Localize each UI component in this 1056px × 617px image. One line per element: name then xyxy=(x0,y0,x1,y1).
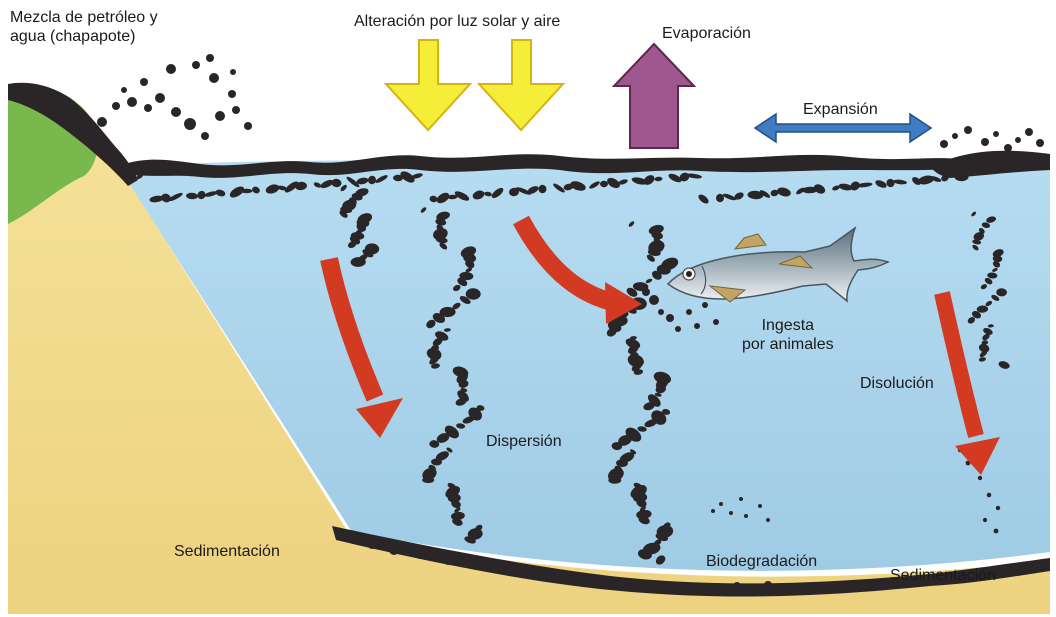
oil-droplet xyxy=(112,102,120,110)
weathering-label: Alteración por luz solar y aire xyxy=(354,12,560,31)
oil-droplet xyxy=(702,584,710,592)
oil-droplet xyxy=(155,93,165,103)
oil-droplet xyxy=(978,476,982,480)
oil-droplet xyxy=(640,582,648,590)
oil-droplet xyxy=(981,138,989,146)
oil-droplet xyxy=(764,581,772,589)
oil-droplet xyxy=(1004,144,1012,152)
oil-droplet xyxy=(713,319,719,325)
oil-droplet xyxy=(600,181,608,187)
oil-droplet xyxy=(758,504,762,508)
oil-droplet xyxy=(443,555,453,565)
oil-droplet xyxy=(215,111,225,121)
oil-droplet xyxy=(232,106,240,114)
oil-droplet xyxy=(192,61,200,69)
biodegradation-label: Biodegradación xyxy=(706,552,817,571)
oil-droplet xyxy=(570,575,580,585)
oil-droplet xyxy=(1025,128,1033,136)
oil-droplet xyxy=(671,583,679,591)
oil-droplet xyxy=(606,580,614,588)
oil-droplet xyxy=(996,506,1000,510)
oil-droplet xyxy=(368,541,376,549)
evaporation-label: Evaporación xyxy=(662,24,751,43)
oil-droplet xyxy=(166,64,176,74)
oil-droplet xyxy=(230,69,236,75)
oil-droplet xyxy=(702,302,708,308)
oil-droplet xyxy=(97,117,107,127)
oil-droplet xyxy=(127,97,137,107)
ingestion-label: Ingesta por animales xyxy=(742,316,834,354)
dispersion-label: Dispersión xyxy=(486,432,562,451)
oil-droplet xyxy=(1015,137,1021,143)
oil-droplet xyxy=(121,87,127,93)
oil-droplet xyxy=(983,518,987,522)
oil-droplet xyxy=(733,582,741,590)
oil-droplet xyxy=(171,107,181,117)
oil-droplet xyxy=(744,514,748,518)
oil-droplet xyxy=(475,562,483,570)
dissolution-label: Disolución xyxy=(860,374,934,393)
oil-droplet xyxy=(711,509,715,513)
oil-droplet xyxy=(739,497,743,501)
oil-droplet xyxy=(1036,139,1044,147)
oil-droplet xyxy=(729,511,733,515)
oil-droplet xyxy=(686,309,692,315)
oil-droplet xyxy=(504,566,514,576)
sedimentation-left-label: Sedimentación xyxy=(174,542,280,561)
oil-water-mixture-label: Mezcla de petróleo y agua (chapapote) xyxy=(10,8,158,46)
oil-droplet xyxy=(206,54,214,62)
oil-droplet xyxy=(987,493,992,498)
oil-droplet xyxy=(201,132,209,140)
oil-droplet xyxy=(658,309,664,315)
oil-droplet xyxy=(144,104,152,112)
oil-droplet xyxy=(675,326,681,332)
oil-droplet xyxy=(642,288,650,296)
oil-droplet xyxy=(993,131,999,137)
oil-droplet xyxy=(184,118,196,130)
oil-droplet xyxy=(416,551,424,559)
spreading-label: Expansión xyxy=(803,100,878,119)
oil-droplet xyxy=(952,133,958,139)
oil-droplet xyxy=(209,73,219,83)
oil-droplet xyxy=(228,90,236,98)
oil-droplet xyxy=(994,529,999,534)
oil-droplet xyxy=(389,545,399,555)
oil-droplet xyxy=(719,502,723,506)
oil-droplet xyxy=(422,477,434,483)
oil-droplet xyxy=(608,477,621,484)
oil-droplet xyxy=(649,295,659,305)
oil-droplet xyxy=(964,126,972,134)
oil-droplet xyxy=(694,323,700,329)
oil-droplet xyxy=(140,78,148,86)
sedimentation-right-label: Sedimentación xyxy=(890,566,996,585)
oil-droplet xyxy=(940,140,948,148)
oil-droplet xyxy=(666,314,674,322)
oil-droplet xyxy=(766,518,770,522)
oil-droplet xyxy=(348,533,358,543)
oil-droplet xyxy=(538,572,546,580)
oil-droplet xyxy=(244,122,252,130)
